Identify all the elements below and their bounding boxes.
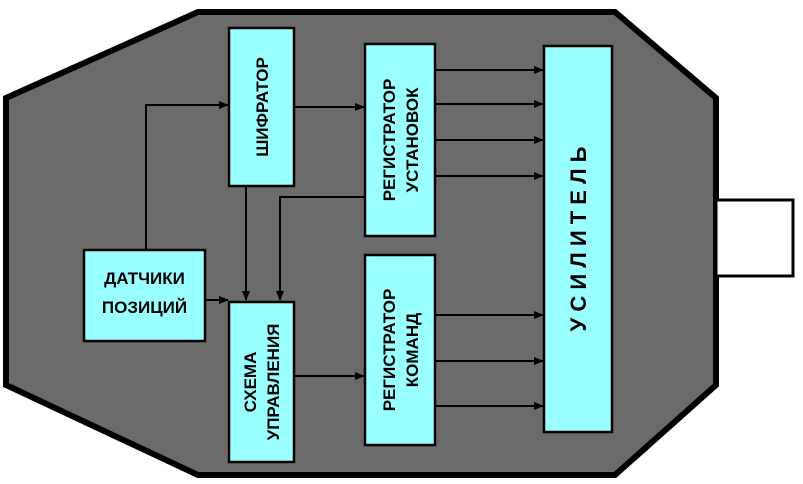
control-label-line2: УПРАВЛЕНИЯ	[264, 324, 283, 441]
sensors-label-line1: ДАТЧИКИ	[104, 269, 185, 288]
control-block: СХЕМА УПРАВЛЕНИЯ	[227, 300, 296, 464]
encoder-block: ШИФРАТОР	[227, 26, 296, 188]
sensors-label-line2: ПОЗИЦИЙ	[102, 298, 187, 317]
settings-register-label-line1: РЕГИСТРАТОР	[380, 79, 399, 202]
connections	[145, 66, 544, 410]
encoder-label: ШИФРАТОР	[253, 57, 272, 157]
settings-register-label-line2: УСТАНОВОК	[403, 87, 422, 193]
settings-register-block: РЕГИСТРАТОР УСТАНОВОК	[363, 42, 437, 238]
commands-register-label-line2: КОМАНД	[403, 313, 422, 387]
commands-register-block: РЕГИСТРАТОР КОМАНД	[363, 253, 437, 447]
commands-register-label-line1: РЕГИСТРАТОР	[380, 289, 399, 412]
sensors-block: ДАТЧИКИ ПОЗИЦИЙ	[82, 248, 207, 343]
output-connector	[714, 198, 795, 278]
amplifier-label: У С И Л И Т Е Л Ь	[566, 146, 591, 331]
control-label-line1: СХЕМА	[241, 352, 260, 413]
amplifier-block: У С И Л И Т Е Л Ь	[542, 44, 614, 434]
